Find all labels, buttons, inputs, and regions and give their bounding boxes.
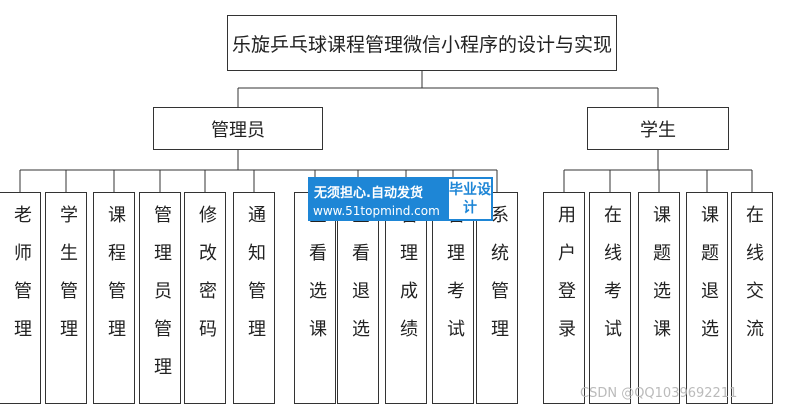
- leaf-admin-management: 管理员管理: [139, 192, 181, 404]
- leaf-system-management: 系统管理: [476, 192, 518, 404]
- watermark-badge: 毕业设计: [449, 179, 491, 219]
- leaf-view-course-selection: 查看选课: [294, 192, 336, 404]
- leaf-label: 课题退选: [698, 205, 719, 357]
- leaf-online-chat: 在线交流: [731, 192, 773, 404]
- leaf-label: 学生管理: [57, 205, 78, 357]
- student-node: 学生: [587, 107, 729, 150]
- leaf-label: 查看选课: [306, 205, 327, 357]
- leaf-exam-management: 管理考试: [432, 192, 474, 404]
- leaf-course-withdraw: 课题退选: [686, 192, 728, 404]
- leaf-label: 课程管理: [105, 205, 126, 357]
- leaf-label: 在线交流: [743, 205, 764, 357]
- leaf-change-password: 修改密码: [184, 192, 226, 404]
- leaf-label: 通知管理: [245, 205, 266, 357]
- root-node-title: 乐旋乒乓球课程管理微信小程序的设计与实现: [227, 15, 617, 71]
- leaf-course-select: 课题选课: [638, 192, 680, 404]
- student-node-label: 学生: [640, 119, 676, 141]
- leaf-notice-management: 通知管理: [233, 192, 275, 404]
- leaf-label: 用户登录: [555, 205, 576, 357]
- admin-node: 管理员: [153, 107, 323, 150]
- leaf-label: 课题选课: [650, 205, 671, 357]
- leaf-label: 老师管理: [11, 205, 32, 357]
- leaf-teacher-management: 老师管理: [0, 192, 41, 404]
- leaf-view-withdrawals: 查看退选: [337, 192, 379, 404]
- leaf-label: 系统管理: [488, 205, 509, 357]
- leaf-course-management: 课程管理: [93, 192, 135, 404]
- leaf-label: 管理成绩: [397, 205, 418, 357]
- leaf-label: 修改密码: [196, 205, 217, 357]
- watermark-banner: 无须担心.自动发货 www.51topmind.com 毕业设计: [308, 177, 493, 221]
- csdn-credit: CSDN @QQ1039692211: [580, 386, 738, 401]
- admin-node-label: 管理员: [211, 119, 265, 141]
- leaf-user-login: 用户登录: [543, 192, 585, 404]
- watermark-slogan: 无须担心.自动发货: [314, 186, 423, 201]
- leaf-grade-management: 管理成绩: [385, 192, 427, 404]
- leaf-student-management: 学生管理: [45, 192, 87, 404]
- leaf-label: 管理员管理: [151, 205, 172, 395]
- leaf-online-exam: 在线考试: [589, 192, 631, 404]
- watermark-url: www.51topmind.com: [313, 204, 440, 218]
- leaf-label: 查看退选: [349, 205, 370, 357]
- root-node-label: 乐旋乒乓球课程管理微信小程序的设计与实现: [231, 33, 612, 56]
- leaf-label: 在线考试: [601, 205, 622, 357]
- leaf-label: 管理考试: [444, 205, 465, 357]
